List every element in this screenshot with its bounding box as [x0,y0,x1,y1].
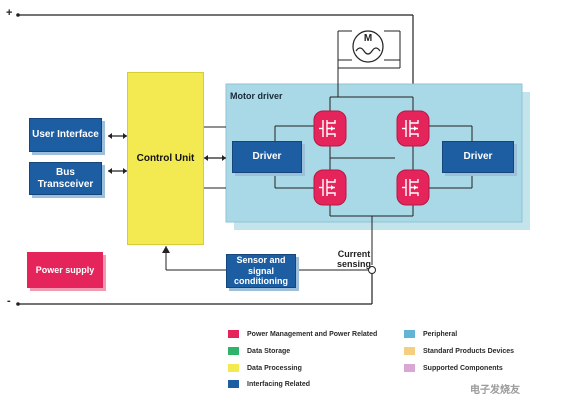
legend-label: Data Processing [247,364,302,372]
power-supply-block: Power supply [27,252,103,288]
motor-driver-title: Motor driver [230,91,283,101]
legend-item-standard-products: Standard Products Devices [404,347,514,355]
mosfet-top-right-icon [396,110,430,147]
legend-item-peripheral: Peripheral [404,330,457,338]
legend-label: Supported Components [423,364,503,372]
positive-rail-label: + [6,7,13,19]
legend-swatch [404,330,415,338]
mosfet-top-left-icon [313,110,347,147]
user-interface-block: User Interface [29,118,102,152]
legend-swatch [404,364,415,372]
legend-item-power-management: Power Management and Power Related [228,330,377,338]
right-driver-block: Driver [442,141,514,173]
legend-item-supported-components: Supported Components [404,364,503,372]
legend-swatch [228,330,239,338]
legend-swatch [228,364,239,372]
mosfet-bottom-right-icon [396,169,430,206]
legend-label: Interfacing Related [247,380,311,388]
legend-swatch [228,347,239,355]
legend-label: Power Management and Power Related [247,330,378,338]
motor-label: M [363,33,373,44]
legend-item-data-processing: Data Processing [228,364,302,372]
legend-swatch [404,347,415,355]
bus-transceiver-block: Bus Transceiver [29,162,102,195]
legend-item-data-storage: Data Storage [228,347,290,355]
negative-rail-label: - [7,295,11,307]
legend-label: Peripheral [423,330,458,338]
mosfet-bottom-left-icon [313,169,347,206]
control-unit-block: Control Unit [127,72,204,245]
legend-label: Standard Products Devices [423,347,515,355]
sensor-conditioning-block: Sensor and signal conditioning [226,254,296,288]
legend-label: Data Storage [247,347,291,355]
left-driver-block: Driver [232,141,302,173]
watermark: 电子发烧友 [470,385,520,396]
current-sensing-label: Current sensing [336,249,371,269]
motor-icon: M [352,29,384,64]
legend-item-interfacing: Interfacing Related [228,380,310,388]
legend-swatch [228,380,239,388]
